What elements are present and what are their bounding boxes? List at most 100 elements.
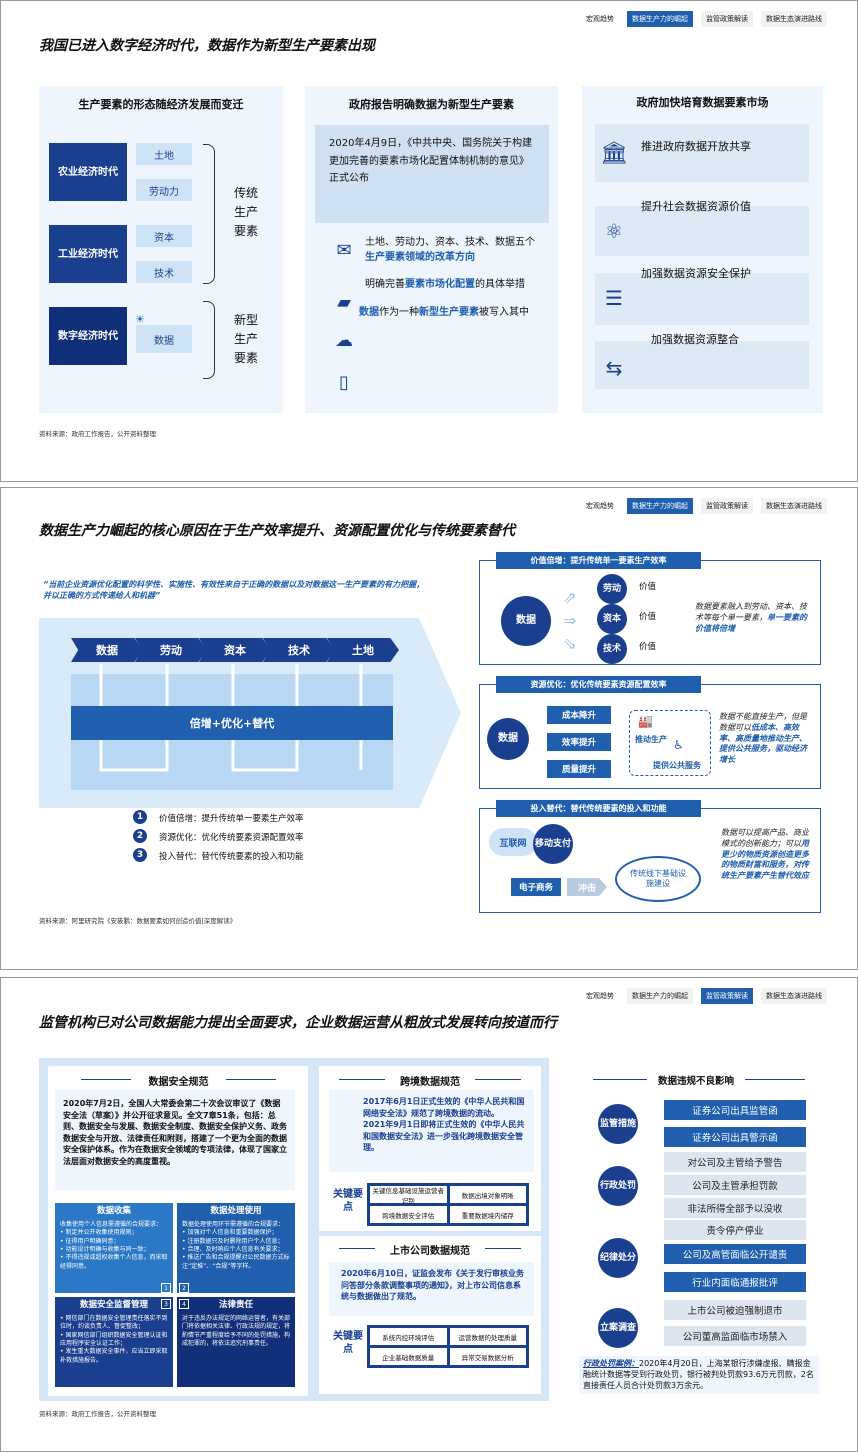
box-heading: 资源优化：优化传统要素资源配置效率: [496, 676, 701, 693]
desc-text: 数据不能直接生产，但是数据可以: [719, 712, 807, 732]
checklist-icon: ☰: [605, 286, 623, 310]
tab-ecosystem[interactable]: 数据生态演进路线: [761, 11, 827, 27]
cat-investigation: 立案调查: [598, 1308, 638, 1348]
tile-number: 4: [179, 1299, 189, 1309]
value-label: 价值: [639, 642, 657, 652]
desc-text: 数据可以提高产品、商业模式的创新能力；可以: [721, 828, 809, 848]
section-title: 数据安全规范: [131, 1073, 226, 1088]
tab-policy[interactable]: 监管政策解读: [701, 498, 753, 514]
arrow-labor: 劳动: [135, 638, 207, 662]
nav-tabs: 宏观趋势 数据生产力的崛起 监管政策解读 数据生态演进路线: [581, 988, 827, 1004]
cross-key-points: 关键信息基础设施运营者识别 数据出境对象明晰 跨境数据安全评估 重要数据境内储存: [367, 1183, 529, 1226]
desc-highlight: 用更少的物质资源创造更多的物质财富和服务，对传统生产要素产生替代效应: [721, 838, 809, 881]
arrow-data: 数据: [71, 638, 143, 662]
legend-num-1: 1: [133, 810, 147, 824]
box-desc: 数据要素融入到劳动、资本、技术等每个单一要素，单一要素的价值将倍增: [695, 602, 813, 634]
expand-wedge: [419, 618, 461, 808]
case-text: 2020年4月20日，上海某银行涉嫌虚报、瞒报金融统计数据等受到行政处罚，银行被…: [583, 1359, 814, 1391]
penalty-case: 行政处罚案例：2020年4月20日，上海某银行涉嫌虚报、瞒报金融统计数据等受到行…: [579, 1356, 819, 1394]
cost-item: 成本降升: [547, 706, 611, 724]
law-item: 2021年9月1日即将正式生效的《中华人民共和国数据安全法》进一步强化跨境数据安…: [363, 1120, 525, 1153]
brace-new: [203, 301, 215, 379]
section-title: 上市公司数据规范: [375, 1242, 485, 1257]
legend-1: 价值倍增：提升传统单一要素生产效率: [159, 814, 304, 824]
market-item-open-data: 🏛推进政府数据开放共享: [595, 124, 809, 182]
point-text: 明确完善: [365, 279, 405, 290]
tab-macro[interactable]: 宏观趋势: [586, 502, 614, 510]
market-item-social-data: ⚛提升社会数据资源价值: [595, 200, 809, 256]
quote-text: “当前企业资源优化配置的科学性、实施性、有效性来自于正确的数据以及对数据这一生产…: [43, 580, 425, 600]
impact-row: 证券公司出具监管函: [664, 1100, 806, 1120]
tab-policy[interactable]: 监管政策解读: [701, 11, 753, 27]
box-heading: 投入替代：替代传统要素的投入和功能: [496, 800, 701, 817]
tile-body: • 网信部门在数据安全管理责任落实不到位时，约谈负责人、督促整改； • 国家网信…: [60, 1314, 168, 1364]
node-tech: 技术: [597, 634, 627, 664]
tile-number: 3: [161, 1299, 171, 1309]
box-heading: 价值倍增：提升传统单一要素生产效率: [496, 552, 701, 569]
cross-border-laws: 2017年6月1日正式生效的《中华人民共和国网络安全法》规范了跨境数据的流动。 …: [329, 1090, 534, 1172]
slide-regulation: 宏观趋势 数据生产力的崛起 监管政策解读 数据生态演进路线 监管机构已对公司数据…: [0, 977, 858, 1452]
tile-body: 收集使用个人信息需遵循的合规要求： • 制定并公开收集使用规则； • 征得用户明…: [60, 1220, 168, 1270]
resource-optimize-box: [479, 684, 821, 789]
item-label: 加强数据资源整合: [651, 333, 739, 346]
desc-highlight: 单一要素的价值将倍增: [695, 612, 807, 633]
arrow-icon: ⇒: [563, 611, 577, 630]
key-cell: 数据出境对象明晰: [449, 1186, 526, 1203]
box-desc: 数据不能直接生产，但是数据可以低成本、高效率、高质量地推动生产、提供公共服务，驱…: [719, 712, 813, 766]
arrow-tech: 技术: [263, 638, 335, 662]
source-note: 资料来源：政府工作报告，公开资料整理: [39, 1410, 156, 1418]
slide-title: 监管机构已对公司数据能力提出全面要求，企业数据运营从粗放式发展转向按道而行: [39, 1015, 557, 1031]
impact-row: 上市公司被迫强制退市: [664, 1300, 806, 1320]
key-cell: 重要数据境内储存: [449, 1206, 526, 1223]
key-cell: 异常交易数据分析: [449, 1348, 526, 1365]
production-label: 推动生产: [635, 735, 667, 744]
box-desc: 数据可以提高产品、商业模式的创新能力；可以用更少的物质资源创造更多的物质财富和服…: [721, 828, 815, 882]
tab-macro[interactable]: 宏观趋势: [586, 15, 614, 23]
tile-number: 1: [161, 1283, 171, 1293]
nav-tabs: 宏观趋势 数据生产力的崛起 监管政策解读 数据生态演进路线: [581, 11, 827, 27]
tile-heading: 数据收集: [96, 1206, 131, 1216]
point-measures: 明确完善要素市场化配置的具体举措: [365, 275, 543, 290]
factory-icon: 🏭: [638, 714, 653, 728]
arrow-icon: ⇗: [563, 588, 577, 607]
point-highlight: 要素市场化配置: [405, 279, 475, 290]
key-cell: 企业基础数据质量: [370, 1348, 447, 1365]
item-label: 提升社会数据资源价值: [641, 200, 751, 213]
tab-data-productivity[interactable]: 数据生产力的崛起: [627, 11, 693, 27]
key-cell: 跨境数据安全评估: [370, 1206, 447, 1223]
tab-macro[interactable]: 宏观趋势: [586, 992, 614, 1000]
phone-icon: ▯: [339, 371, 349, 393]
tab-ecosystem[interactable]: 数据生态演进路线: [761, 498, 827, 514]
point-text: 土地、劳动力、资本、技术、数据五个: [365, 237, 535, 248]
tab-data-productivity[interactable]: 数据生产力的崛起: [627, 988, 693, 1004]
desc-highlight: 低成本、高效率、高质量地推动生产、提供公共服务，驱动经济增长: [719, 722, 807, 765]
brace-traditional: [203, 144, 215, 284]
data-node: 数据: [487, 718, 529, 760]
tab-policy[interactable]: 监管政策解读: [701, 988, 753, 1004]
tile-data-collection: 数据收集收集使用个人信息需遵循的合规要求： • 制定并公开收集使用规则； • 征…: [55, 1203, 173, 1293]
point-text: 的具体举措: [475, 279, 525, 290]
desc-text: 数据要素融入到劳动、资本、技术等每个单一要素，: [695, 602, 807, 622]
key-cell: 运营数据的处理质量: [449, 1328, 526, 1345]
mail-icon: ✉: [336, 239, 352, 261]
point-text: 被写入其中: [479, 307, 529, 318]
tab-ecosystem[interactable]: 数据生态演进路线: [761, 988, 827, 1004]
section-title: 跨境数据规范: [385, 1073, 475, 1088]
tab-data-productivity[interactable]: 数据生产力的崛起: [627, 498, 693, 514]
listed-key-points: 系统内控环境评估 运营数据的处理质量 企业基础数据质量 异常交易数据分析: [367, 1325, 529, 1368]
nav-tabs: 宏观趋势 数据生产力的崛起 监管政策解读 数据生态演进路线: [581, 498, 827, 514]
legend-3: 投入替代：替代传统要素的投入和功能: [159, 852, 304, 862]
tile-legal-liability: 法律责任对于违反办法规定的网络运营者，有关部门将依据相关法律、行政法规的规定，将…: [177, 1297, 295, 1387]
factor-land: 土地: [136, 143, 192, 165]
chat-icon: ▰: [337, 291, 351, 313]
case-label: 行政处罚案例：: [583, 1359, 639, 1368]
internet-node: 互联网: [489, 828, 537, 856]
key-points-label: 关键要点: [333, 1189, 363, 1213]
public-service-label: 提供公共服务: [653, 761, 701, 770]
quality-item: 质量提升: [547, 760, 611, 778]
point-text: 作为一种: [379, 307, 419, 318]
tile-body: 对于违反办法规定的网络运营者，有关部门将依据相关法律、行政法规的规定，将酌情节严…: [182, 1314, 291, 1348]
listed-rule: 2020年6月10日，证监会发布《关于发行审核业务问答部分条款调整事项的通知》，…: [329, 1262, 534, 1316]
key-cell: 关键信息基础设施运营者识别: [370, 1186, 447, 1205]
security-law-intro: 2020年7月2日，全国人大常委会第二十次会议审议了《数据安全法（草案）》并公开…: [55, 1090, 295, 1190]
